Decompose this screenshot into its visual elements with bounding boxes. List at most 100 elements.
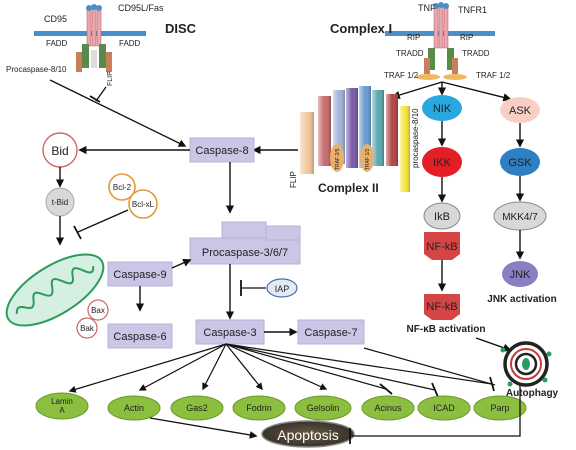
substrate-parp-label: Parp (490, 403, 509, 413)
bax-node (87, 299, 109, 321)
apoptosis-node (261, 420, 355, 448)
complex1-traf-left: TRAF 1/2 (384, 71, 419, 80)
substrate-lamin-a-line: Lamin (51, 397, 73, 406)
autophagy-to-apoptosis-inhibit (352, 372, 521, 437)
complex2-traf-a: TRAF 2/5 (335, 148, 341, 170)
substrate-actin (107, 395, 161, 421)
disc-cd95-label: CD95 (44, 14, 67, 24)
tbid-label: t-Bid (52, 198, 68, 207)
caspase8-box (189, 137, 255, 163)
substrate-actin-label: Actin (124, 403, 144, 413)
flip-inhibit-line (95, 86, 107, 102)
bak-node (76, 317, 98, 339)
bcl-inhibit-bar (73, 225, 82, 240)
substrate-lamin-a-line2: A (59, 406, 65, 415)
bcl2-label: Bcl-2 (113, 183, 132, 192)
complex1-tnf-label: TNF (418, 3, 436, 13)
caspase7-box (297, 319, 365, 345)
complex1-tradd-left: TRADD (396, 49, 424, 58)
bak-label: Bak (80, 324, 95, 333)
procaspase367-label: Procaspase-3/6/7 (202, 247, 288, 259)
bax-label: Bax (91, 306, 105, 315)
complex1-rip-right: RIP (460, 33, 473, 42)
caspase6-label: Caspase-6 (113, 331, 166, 343)
bcl2-node (108, 173, 136, 201)
disc-ligand-label: CD95L/Fas (118, 3, 164, 13)
jnk-activation-label: JNK activation (487, 294, 556, 305)
caspase7-label: Caspase-7 (304, 327, 357, 339)
ask-node (500, 97, 540, 123)
actin-to-apoptosis-arrow (149, 417, 258, 439)
substrate-fodrin-label: Fodrin (246, 403, 272, 413)
complex2-title: Complex II (318, 181, 379, 195)
complex1-traf-right: TRAF 1/2 (476, 71, 511, 80)
bid-label: Bid (51, 144, 68, 158)
disc-fadd-left: FADD (46, 39, 68, 48)
substrate-acinus (361, 395, 415, 421)
complex1-tradd-right: TRADD (462, 49, 490, 58)
disc-receptor (34, 4, 146, 72)
substrate-gelsolin-label: Gelsolin (307, 403, 340, 413)
mitochondrion-icon (5, 253, 105, 327)
nfkb-activation-label: NF-κB activation (407, 324, 486, 335)
nik-node (422, 95, 462, 121)
substrate-fodrin (232, 395, 286, 421)
nfkb2-node (424, 294, 460, 320)
caspase9-to-procaspase-arrow (171, 258, 192, 269)
complex2-assembly (300, 86, 410, 192)
ikb-node (423, 202, 461, 230)
disc-flip-label: FLIP (107, 71, 114, 86)
flip-inhibit-bar (89, 95, 101, 103)
complex1-rip-left: RIP (407, 33, 420, 42)
nfkb2-label: NF-kB (426, 301, 457, 313)
gsk-node (500, 148, 540, 176)
substrate-gas2 (170, 395, 224, 421)
ikb-label: IkB (434, 211, 450, 223)
gsk-label: GSK (508, 157, 532, 169)
disc-title: DISC (165, 21, 197, 36)
nfkb-to-autophagy-arrow (475, 337, 512, 352)
caspase3-box (195, 319, 265, 345)
autophagy-label: Autophagy (506, 388, 559, 399)
iap-label: IAP (275, 284, 290, 294)
caspase9-label: Caspase-9 (113, 269, 166, 281)
bclxl-label: Bcl-xL (132, 200, 155, 209)
substrate-acinus-label: Acinus (374, 403, 402, 413)
substrate-icad (417, 395, 471, 421)
complex1-title: Complex I (330, 21, 392, 36)
substrate-parp (473, 395, 527, 421)
caspase3-substrate-edges (68, 343, 496, 398)
iap-node (266, 278, 298, 298)
nfkb1-label: NF-kB (426, 241, 457, 253)
complex1-to-complex2-arrow (391, 81, 443, 100)
jnk-label: JNK (510, 269, 531, 281)
disc-procaspase-label: Procaspase-8/10 (6, 65, 67, 74)
substrate-icad-label: ICAD (433, 403, 455, 413)
substrate-lamin-a (35, 392, 89, 420)
bclxl-node (128, 189, 158, 219)
ikk-label: IKK (433, 157, 451, 169)
procaspase367-box (189, 221, 301, 265)
mkk47-label: MKK4/7 (502, 212, 538, 223)
complex2-flip-label: FLIP (289, 171, 298, 188)
caspase3-label: Caspase-3 (203, 327, 256, 339)
complex1-tnfr1-label: TNFR1 (458, 5, 487, 15)
caspase6-box (107, 323, 173, 349)
substrate-gas2-label: Gas2 (186, 403, 208, 413)
autophagosome-icon (500, 341, 552, 387)
ikk-node (422, 147, 462, 177)
disc-fadd-right: FADD (119, 39, 141, 48)
apoptosis-label: Apoptosis (277, 427, 338, 443)
complex2-procaspase-label: procaspase-8/10 (411, 108, 420, 168)
substrate-gelsolin (294, 395, 352, 421)
disc-to-caspase8-arrow (49, 79, 187, 147)
caspase8-label: Caspase-8 (195, 145, 248, 157)
jnk-node (502, 261, 538, 287)
nik-label: NIK (433, 103, 452, 115)
complex1-receptor (385, 2, 495, 80)
complex1-to-ask-arrow (441, 81, 512, 102)
complex2-traf-b: TRAF 1/2 (365, 148, 371, 170)
